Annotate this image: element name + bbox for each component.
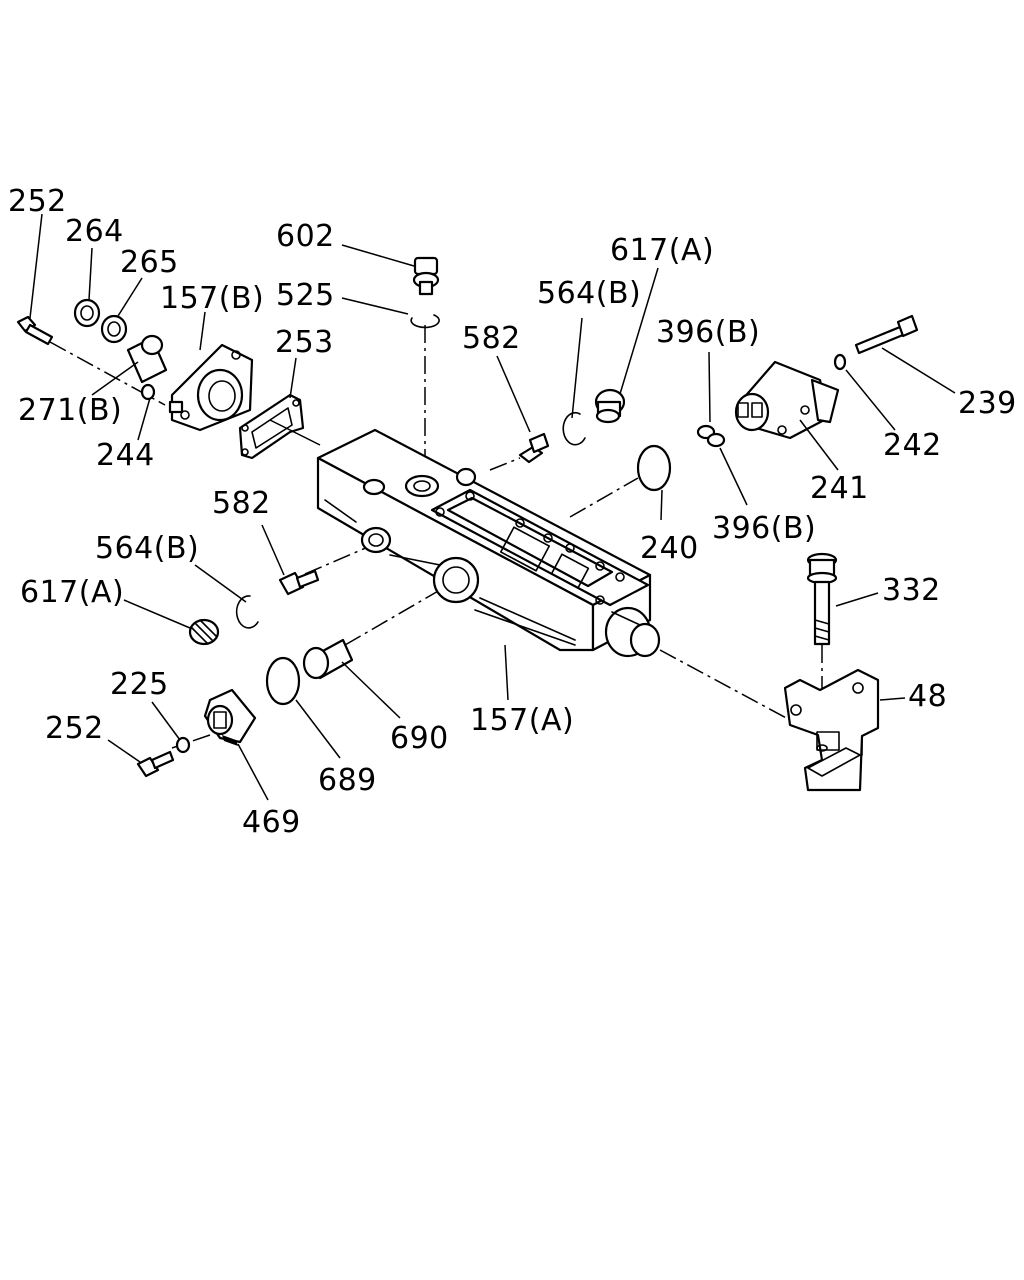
bushing-271b bbox=[126, 334, 168, 384]
pins-396b bbox=[696, 424, 726, 448]
label-396b-lower: 396(B) bbox=[712, 511, 816, 546]
washer-242 bbox=[833, 353, 847, 371]
gasket-253 bbox=[238, 393, 305, 460]
snap-ring-564b-upper bbox=[562, 411, 586, 446]
label-264: 264 bbox=[65, 214, 124, 249]
label-253: 253 bbox=[275, 325, 334, 360]
bolt-252-lower bbox=[136, 750, 175, 778]
label-244: 244 bbox=[96, 438, 155, 473]
label-617a-upper: 617(A) bbox=[610, 233, 714, 268]
label-241: 241 bbox=[810, 471, 869, 506]
leader-lines bbox=[29, 213, 956, 801]
actuator-241 bbox=[734, 360, 840, 440]
sleeve-690 bbox=[302, 638, 354, 680]
label-332: 332 bbox=[882, 573, 941, 608]
part-labels: 252 264 265 157(B) 271(B) 244 253 602 52… bbox=[8, 184, 1017, 840]
label-271b: 271(B) bbox=[18, 393, 122, 428]
screw-582-upper bbox=[518, 432, 550, 464]
label-252-top: 252 bbox=[8, 184, 67, 219]
label-582-upper: 582 bbox=[462, 321, 521, 356]
snap-ring-564b-lower bbox=[235, 595, 259, 629]
bolt-332 bbox=[806, 552, 838, 646]
label-582-lower: 582 bbox=[212, 486, 271, 521]
label-265: 265 bbox=[120, 245, 179, 280]
label-240: 240 bbox=[640, 531, 699, 566]
plug-617a-upper bbox=[594, 388, 626, 424]
label-564b-upper: 564(B) bbox=[537, 276, 641, 311]
label-690: 690 bbox=[390, 721, 449, 756]
sensor-469 bbox=[203, 688, 257, 746]
label-617a-lower: 617(A) bbox=[20, 575, 124, 610]
label-239: 239 bbox=[958, 386, 1017, 421]
label-252-lower: 252 bbox=[45, 711, 104, 746]
main-housing bbox=[316, 428, 661, 658]
label-242: 242 bbox=[883, 428, 942, 463]
oring-240 bbox=[636, 444, 672, 492]
screw-582-lower bbox=[278, 569, 320, 596]
seal-265 bbox=[100, 314, 128, 344]
plug-602 bbox=[412, 256, 440, 296]
washer-225 bbox=[175, 736, 191, 754]
plug-617a-lower bbox=[188, 618, 220, 646]
washer-244 bbox=[140, 383, 156, 401]
label-602: 602 bbox=[276, 219, 335, 254]
label-525: 525 bbox=[276, 278, 335, 313]
label-157a: 157(A) bbox=[470, 703, 574, 738]
bolt-252-top bbox=[16, 315, 54, 346]
seal-264 bbox=[73, 298, 101, 328]
bolt-239 bbox=[854, 314, 919, 355]
label-469: 469 bbox=[242, 805, 301, 840]
label-564b-lower: 564(B) bbox=[95, 531, 199, 566]
snap-ring-525 bbox=[410, 314, 440, 329]
label-396b-upper: 396(B) bbox=[656, 315, 760, 350]
label-225: 225 bbox=[110, 667, 169, 702]
bracket-48 bbox=[783, 668, 880, 792]
oring-689 bbox=[265, 656, 301, 706]
cover-157b bbox=[168, 343, 254, 432]
label-157b: 157(B) bbox=[160, 281, 264, 316]
label-689: 689 bbox=[318, 763, 377, 798]
label-48: 48 bbox=[908, 679, 947, 714]
